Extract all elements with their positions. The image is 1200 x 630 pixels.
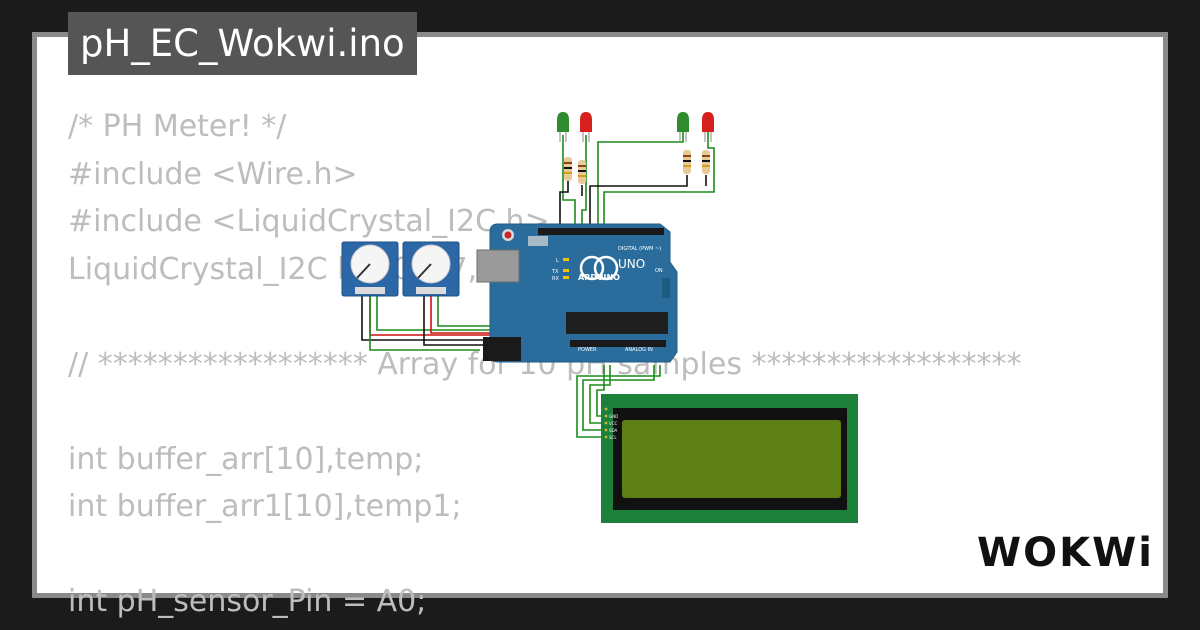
lcd-pin-label: SDA bbox=[609, 428, 618, 433]
wire bbox=[361, 296, 488, 341]
wire bbox=[589, 365, 612, 424]
resistor[interactable] bbox=[578, 160, 586, 184]
arduino-uno-board[interactable]: ARDUINO UNO DIGITAL (PWM ~) ANALOG IN PO… bbox=[476, 223, 678, 363]
resistor[interactable] bbox=[683, 150, 691, 174]
arduino-logo-icon bbox=[579, 255, 605, 281]
code-line: #include <Wire.h> bbox=[68, 156, 358, 192]
wire bbox=[597, 132, 684, 230]
analog-header bbox=[570, 340, 666, 347]
code-line: int buffer_arr[10],temp; bbox=[68, 441, 424, 477]
wire bbox=[582, 365, 655, 431]
project-title: pH_EC_Wokwi.ino bbox=[68, 12, 417, 75]
led-label: RX bbox=[552, 276, 559, 282]
usb-port bbox=[476, 249, 520, 283]
wire bbox=[603, 132, 715, 230]
led-red[interactable] bbox=[580, 112, 592, 142]
code-line: int buffer_arr1[10],temp1; bbox=[68, 489, 462, 524]
atmega-chip bbox=[566, 312, 668, 334]
analog-label: ANALOG IN bbox=[625, 347, 653, 353]
code-line: /* PH Meter! */ bbox=[68, 109, 287, 144]
wire bbox=[562, 135, 576, 230]
lcd-pin-label: VCC bbox=[609, 421, 618, 426]
code-line: #include <LiquidCrystal_I2C.h> bbox=[68, 204, 550, 239]
resistor[interactable] bbox=[702, 150, 710, 174]
wire bbox=[576, 365, 661, 438]
on-label: ON bbox=[655, 268, 663, 274]
led-green[interactable] bbox=[677, 112, 689, 142]
wire bbox=[559, 180, 569, 238]
lcd-pin-label: SCL bbox=[609, 435, 617, 440]
wire bbox=[589, 175, 688, 236]
digital-label: DIGITAL (PWM ~) bbox=[618, 246, 661, 252]
code-background: /* PH Meter! */ #include <Wire.h> #include… bbox=[68, 103, 1132, 626]
lcd-display[interactable]: GND VCC SDA SCL bbox=[601, 394, 858, 523]
lcd-pin-label: GND bbox=[609, 414, 618, 419]
led-label: L bbox=[556, 258, 559, 264]
power-label: POWER bbox=[578, 347, 597, 353]
digital-header bbox=[538, 228, 664, 235]
board-model: UNO bbox=[618, 257, 645, 271]
code-line: int pH_sensor_Pin = A0; bbox=[68, 584, 427, 619]
wokwi-logo-text: WOKWi bbox=[977, 530, 1154, 576]
led-green[interactable] bbox=[557, 112, 569, 142]
power-jack bbox=[483, 337, 521, 361]
potentiometer[interactable] bbox=[402, 241, 460, 297]
lcd-screen bbox=[622, 420, 841, 498]
wire bbox=[369, 296, 480, 351]
potentiometer[interactable] bbox=[341, 241, 399, 297]
led-red[interactable] bbox=[702, 112, 714, 142]
wokwi-logo: WOKWi bbox=[977, 530, 1154, 576]
resistor[interactable] bbox=[564, 157, 572, 181]
board-brand: ARDUINO bbox=[578, 273, 620, 282]
code-line: // ****************** Array for 10 pH sa… bbox=[68, 346, 1022, 382]
led-label: TX bbox=[551, 269, 559, 275]
